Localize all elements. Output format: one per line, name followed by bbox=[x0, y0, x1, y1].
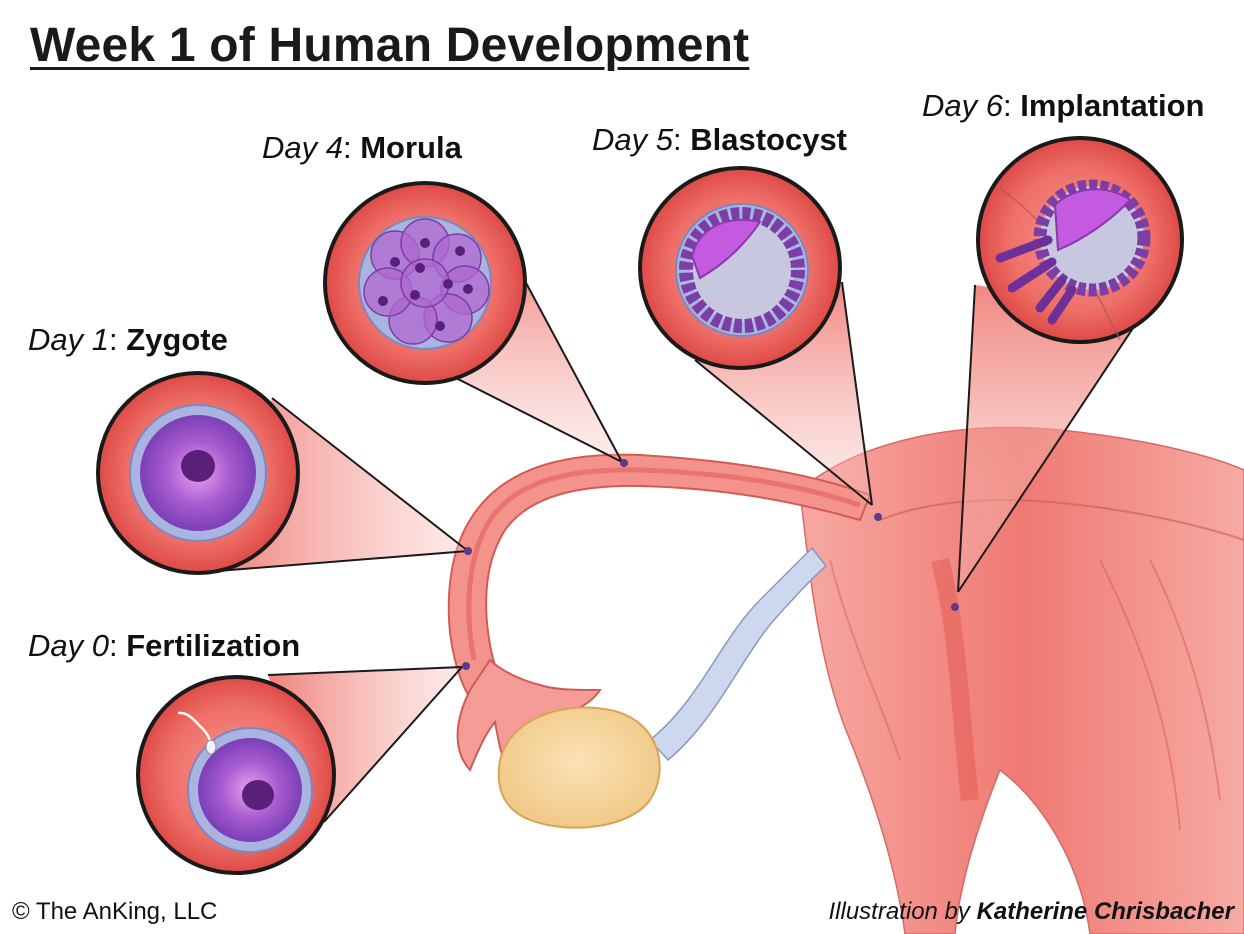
cone-implantation bbox=[958, 285, 1145, 592]
location-dot-implantation bbox=[951, 603, 959, 611]
ovarian-ligament bbox=[648, 546, 828, 762]
morula-circle bbox=[323, 181, 527, 385]
blastocyst-circle bbox=[638, 166, 842, 370]
stage-name: Zygote bbox=[126, 322, 228, 357]
stage-name: Morula bbox=[360, 130, 462, 165]
location-dot-blastocyst bbox=[874, 513, 882, 521]
day-text: Day 0 bbox=[28, 628, 109, 663]
implantation-circle bbox=[976, 136, 1184, 344]
page-title: Week 1 of Human Development bbox=[30, 19, 750, 72]
day-text: Day 1 bbox=[28, 322, 109, 357]
inner-cell-mass bbox=[690, 218, 762, 280]
stage-name: Fertilization bbox=[126, 628, 301, 663]
stage-label-zygote: Day 1: Zygote bbox=[28, 322, 228, 357]
nucleus-icon bbox=[242, 780, 274, 810]
stage-label-morula: Day 4: Morula bbox=[262, 130, 462, 165]
illustration-credit: Illustration by Katherine Chrisbacher bbox=[828, 898, 1235, 925]
illustrator-name: Katherine Chrisbacher bbox=[976, 898, 1234, 925]
ovary bbox=[497, 706, 661, 829]
nucleus-icon bbox=[181, 450, 215, 482]
location-dot-fertilization bbox=[462, 662, 470, 670]
sperm-icon bbox=[205, 739, 217, 755]
day-text: Day 6 bbox=[922, 88, 1003, 123]
trophoblast-extensions bbox=[995, 235, 1077, 325]
stage-label-blastocyst: Day 5: Blastocyst bbox=[592, 122, 848, 157]
stage-name: Blastocyst bbox=[690, 122, 848, 157]
day-text: Day 4 bbox=[262, 130, 343, 165]
copyright: © The AnKing, LLC bbox=[12, 898, 218, 925]
stage-name: Implantation bbox=[1020, 88, 1205, 123]
zygote-circle bbox=[96, 371, 300, 575]
fertilization-circle bbox=[136, 675, 336, 875]
location-dot-zygote bbox=[464, 547, 472, 555]
location-dot-morula bbox=[620, 459, 628, 467]
day-text: Day 5 bbox=[592, 122, 673, 157]
stage-label-implantation: Day 6: Implantation bbox=[922, 88, 1205, 123]
stage-label-fertilization: Day 0: Fertilization bbox=[28, 628, 301, 663]
nucleus-icon bbox=[378, 238, 473, 331]
